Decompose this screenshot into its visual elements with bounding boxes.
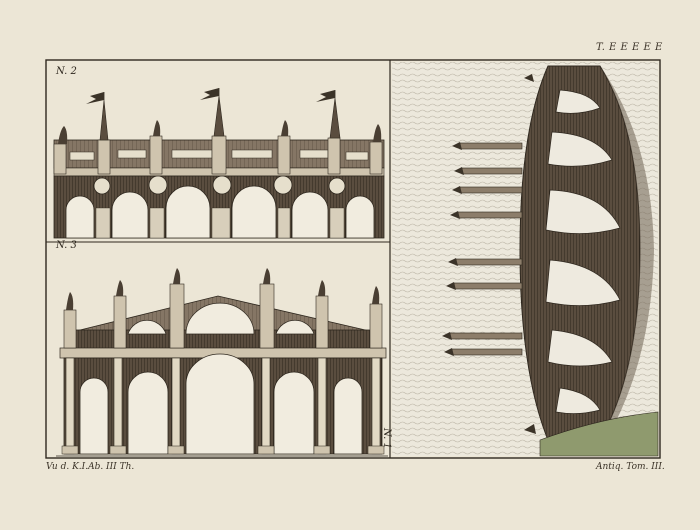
figure-3-arcade	[56, 268, 388, 457]
figure-label-3: N. 3	[56, 240, 77, 251]
figure-label-1: N. 1	[381, 428, 392, 449]
caption-left: Vu d. K.I.Ab. III Th.	[46, 462, 135, 472]
figure-2-bridge	[53, 88, 385, 239]
figure-label-2: N. 2	[56, 66, 77, 77]
outer-frame	[45, 59, 661, 459]
plate-number: T. E E E E E	[596, 42, 663, 53]
pennant-flag-icon	[86, 88, 336, 104]
statue-icon	[66, 268, 380, 310]
caption-right: Antiq. Tom. III.	[596, 462, 665, 472]
statue-icon	[442, 74, 536, 434]
figure-1-bridge-plan	[392, 62, 659, 457]
statue-icon	[58, 120, 382, 144]
